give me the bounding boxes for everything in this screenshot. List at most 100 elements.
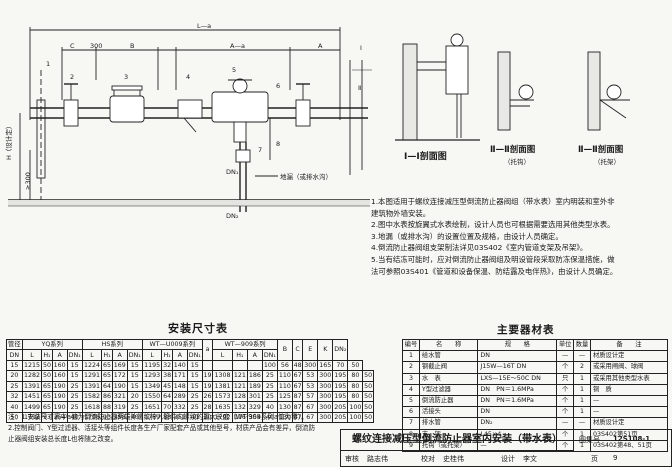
table-cell: 50 (41, 370, 53, 382)
table-cell: 130 (276, 401, 293, 413)
table-cell: 57 (302, 390, 319, 403)
table-cell: 50 (41, 359, 53, 372)
note-line: 5.当有结冻可能时，应对倒流防止器阀组及明设管段采取防冻保温措施，做 (371, 254, 615, 264)
table-cell: 300 (317, 380, 334, 392)
table-subheader: H₁ (161, 349, 173, 361)
table-subheader: DN₁ (186, 349, 203, 361)
table-cell: 50 (362, 380, 374, 392)
table-cell: 15 (6, 359, 23, 372)
dimension-table-title: 安装尺寸表 (168, 322, 228, 335)
table-subheader: H₁ (231, 349, 248, 361)
dimension-table: 管径 YQ系列 HS系列 WT—U009系列 a WT—909系列 B C E … (6, 338, 374, 424)
table-cell: 15 (66, 370, 83, 382)
table-cell: 100 (261, 359, 278, 372)
table-cell: 只 (556, 372, 575, 385)
table-cell: 3 (402, 372, 420, 385)
table-cell: 332 (171, 401, 188, 413)
check-label: 校对 (421, 455, 435, 463)
table-cell: 190 (51, 401, 68, 413)
footnote-line: 注：1.安装尺寸表中a值为倒流防止器两端外螺纹拧入管件内螺纹的最大长度（WT-9… (8, 413, 308, 421)
table-cell: 53 (302, 370, 319, 382)
table-cell: 40 (66, 411, 83, 424)
table-cell: 倒流防止器 (418, 394, 479, 408)
table-cell: 9 (402, 439, 420, 452)
table-cell: 67 (302, 401, 319, 413)
table-cell: 19 (201, 370, 214, 382)
table-subheader: A (111, 349, 128, 361)
table-cell: 64 (161, 390, 173, 403)
table-cell: 19 (201, 380, 214, 392)
section-i-title: Ⅰ—Ⅰ剖面图 (404, 152, 447, 162)
table-cell: 38 (161, 370, 173, 382)
table-cell: 80 (347, 380, 364, 392)
callout-6: 6 (276, 82, 281, 90)
table-cell: DN₂ (477, 417, 558, 430)
table-cell: 1291 (81, 370, 103, 382)
table-cell: 1 (402, 350, 420, 363)
table-cell: 6 (402, 406, 420, 419)
table-header: 规 格 (477, 338, 558, 352)
table-cell: 195 (332, 390, 349, 403)
table-cell: 25 (261, 370, 278, 382)
dim-label-a-a: A—a (230, 42, 245, 50)
table-cell: 53 (302, 380, 319, 392)
table-cell: 15 (126, 380, 143, 392)
table-cell: 40 (126, 411, 143, 424)
table-cell: 321 (111, 390, 128, 403)
table-header: YQ系列 (21, 338, 83, 351)
table-header: K (317, 339, 334, 361)
table-cell: 26 (201, 390, 214, 403)
dim-label-b: B (130, 42, 135, 50)
table-footnotes: 注：1.安装尺寸表中a值为倒流防止器两端外螺纹拧入管件内螺纹的最大长度（WT-9… (8, 412, 370, 445)
table-cell: 1499 (21, 401, 43, 413)
note-line: 2.图中水表按旋翼式水表绘制，设计人员也可根据需要选用其他类型水表。 (371, 220, 615, 230)
table-cell: 300 (317, 401, 334, 413)
table-cell: 319 (111, 401, 128, 413)
table-cell: 1573 (212, 390, 233, 403)
table-cell: 87 (291, 401, 304, 413)
table-cell: 65 (41, 401, 53, 413)
table-cell: 169 (111, 359, 128, 372)
table-cell: 64 (101, 380, 113, 392)
table-header: 单位 (556, 338, 575, 352)
table-cell: 1349 (141, 380, 163, 392)
table-cell: 190 (51, 390, 68, 403)
table-cell: 15 (186, 370, 203, 382)
table-cell: 7 (402, 417, 420, 430)
table-cell: 110 (276, 380, 293, 392)
table-cell: 1308 (212, 370, 233, 382)
note-line: 法可参照03S401《管道和设备保温、防结露及电伴热》，由设计人员确定。 (371, 266, 618, 276)
table-cell: 或采用闸阀、球阀 (589, 361, 669, 374)
table-cell: 40 (6, 401, 23, 413)
section-ii-hook-sub: （托钩） (504, 158, 530, 166)
table-cell: 排水管 (418, 417, 479, 430)
table-cell (201, 359, 214, 372)
table-cell: — (556, 350, 575, 363)
table-cell: 25 (261, 390, 278, 403)
table-cell: 40 (261, 401, 278, 413)
design-label: 设计 (501, 455, 515, 463)
table-subheader: A (51, 349, 68, 361)
table-cell: 25 (261, 380, 278, 392)
table-cell: 48 (291, 359, 304, 372)
callout-3: 3 (124, 73, 129, 81)
table-cell: 50 (362, 390, 374, 403)
table-subheader: DN (6, 349, 23, 361)
table-cell: 水 表 (418, 372, 479, 385)
table-cell: 132 (231, 401, 248, 413)
table-cell: 67 (291, 380, 304, 392)
dim-label-300: 300 (90, 42, 103, 50)
table-cell: 65 (101, 370, 113, 382)
label-dn2: DN₂ (226, 212, 239, 220)
table-cell: 28 (201, 401, 214, 413)
reviewer-name: 路志伟 (367, 455, 388, 463)
table-cell: 87 (291, 411, 304, 424)
dim-label-h: H（设计定） (5, 122, 13, 160)
page-label: 页 (591, 455, 598, 463)
table-cell: DN PN＝1.6MPa (477, 394, 558, 408)
